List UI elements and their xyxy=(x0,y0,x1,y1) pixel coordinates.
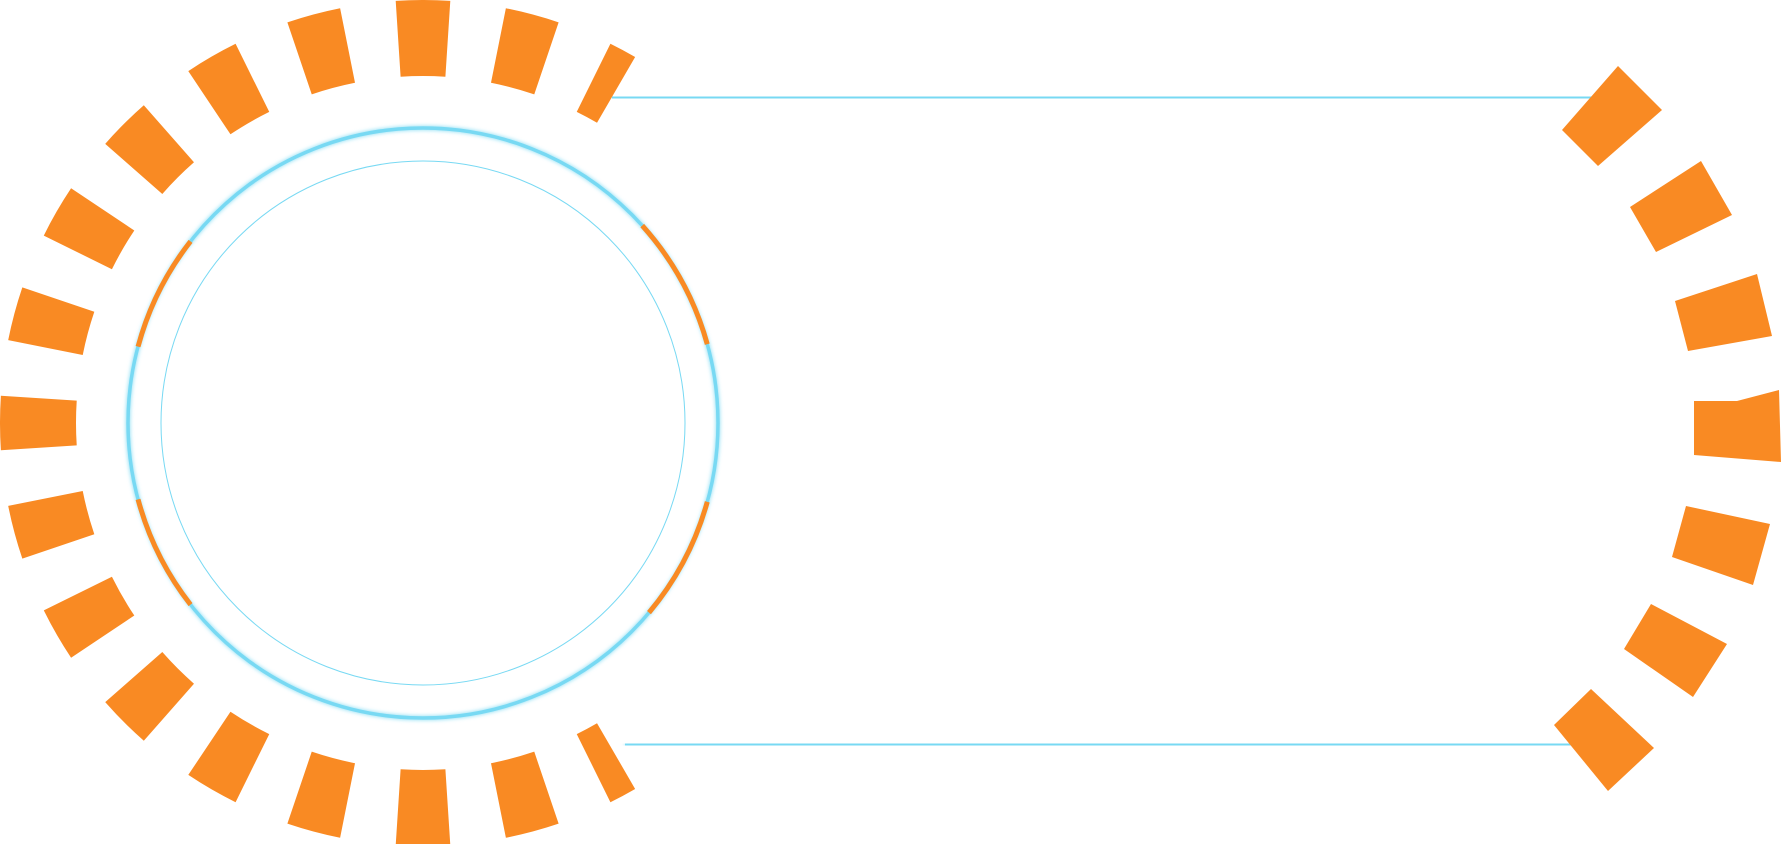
right-dash xyxy=(1562,66,1662,166)
frame-lines xyxy=(611,95,1601,747)
ring-dash xyxy=(43,188,135,270)
right-dash xyxy=(1554,689,1654,791)
inner-thin-ring xyxy=(160,160,686,686)
ring-dash xyxy=(8,490,95,559)
right-dashed-arc xyxy=(1554,66,1781,791)
ring-accent-arcs xyxy=(135,223,710,615)
ring-dash xyxy=(576,43,636,123)
accent-arc xyxy=(640,223,710,345)
inner-rings xyxy=(126,126,720,720)
ring-dash xyxy=(395,769,451,844)
ring-dash xyxy=(188,711,270,803)
ring-dash xyxy=(395,0,451,77)
frame-top-line xyxy=(611,95,1601,100)
right-dash xyxy=(1624,604,1727,697)
ring-dash xyxy=(43,576,135,658)
ring-dash xyxy=(287,751,356,838)
ring-dash xyxy=(188,43,270,135)
ring-dash xyxy=(8,287,95,356)
right-dash xyxy=(1675,274,1772,351)
ring-dash xyxy=(490,8,559,95)
right-dash xyxy=(1672,506,1770,585)
accent-arc xyxy=(647,501,710,615)
frame-bottom-line xyxy=(624,742,1581,747)
ring-dash xyxy=(576,723,636,803)
ring-dash xyxy=(105,652,194,741)
ring-dash xyxy=(287,8,356,95)
outer-glow-ring xyxy=(126,126,720,720)
right-dash xyxy=(1694,390,1781,462)
accent-arc xyxy=(135,239,193,348)
ring-dash xyxy=(0,395,77,451)
left-dashed-ring xyxy=(0,0,636,844)
accent-arc xyxy=(135,498,193,607)
ring-dash xyxy=(105,105,194,194)
right-dash xyxy=(1630,161,1732,252)
ring-dash xyxy=(490,751,559,838)
